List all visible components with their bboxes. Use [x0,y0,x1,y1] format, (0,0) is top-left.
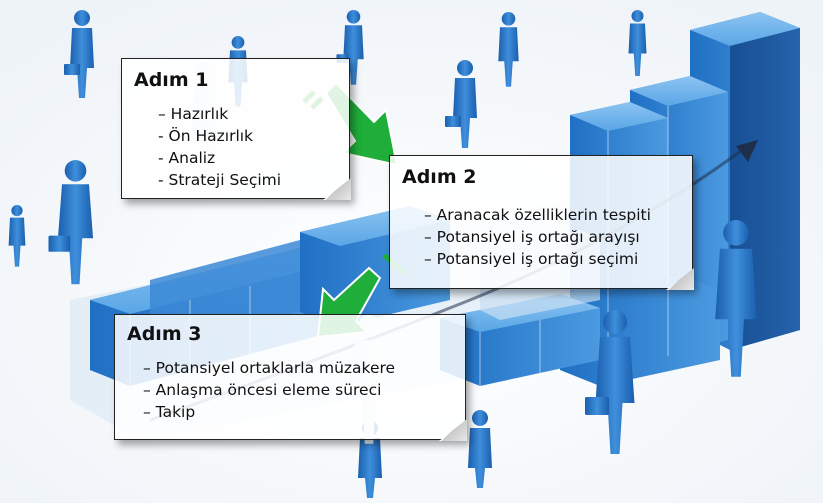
step-2-list: – Aranacak özelliklerin tespiti – Potans… [424,204,651,270]
step-3-title: Adım 3 [127,323,202,345]
list-item: - Strateji Seçimi [158,171,282,189]
list-item: - Analiz [158,149,216,167]
list-item: – Potansiyel iş ortağı arayışı [424,228,640,246]
page-curl [439,419,467,441]
step-1-list: – Hazırlık - Ön Hazırlık - Analiz - Stra… [158,103,281,191]
list-item: - Ön Hazırlık [158,127,254,145]
list-item: – Anlaşma öncesi eleme süreci [143,381,382,399]
step-3-card: Adım 3 – Potansiyel ortaklarla müzakere … [114,314,467,441]
page-curl [323,178,351,200]
step-1-title: Adım 1 [134,69,209,91]
list-item: – Aranacak özelliklerin tespiti [424,206,651,224]
list-item: – Potansiyel iş ortağı seçimi [424,250,639,268]
page-curl [666,268,694,290]
list-item: – Potansiyel ortaklarla müzakere [143,359,396,377]
step-3-list: – Potansiyel ortaklarla müzakere – Anlaş… [143,357,395,423]
step-2-title: Adım 2 [402,166,477,188]
list-item: – Takip [143,403,196,421]
step-1-card: Adım 1 – Hazırlık - Ön Hazırlık - Analiz… [121,58,351,200]
step-2-card: Adım 2 – Aranacak özelliklerin tespiti –… [389,155,694,290]
list-item: – Hazırlık [158,105,229,123]
